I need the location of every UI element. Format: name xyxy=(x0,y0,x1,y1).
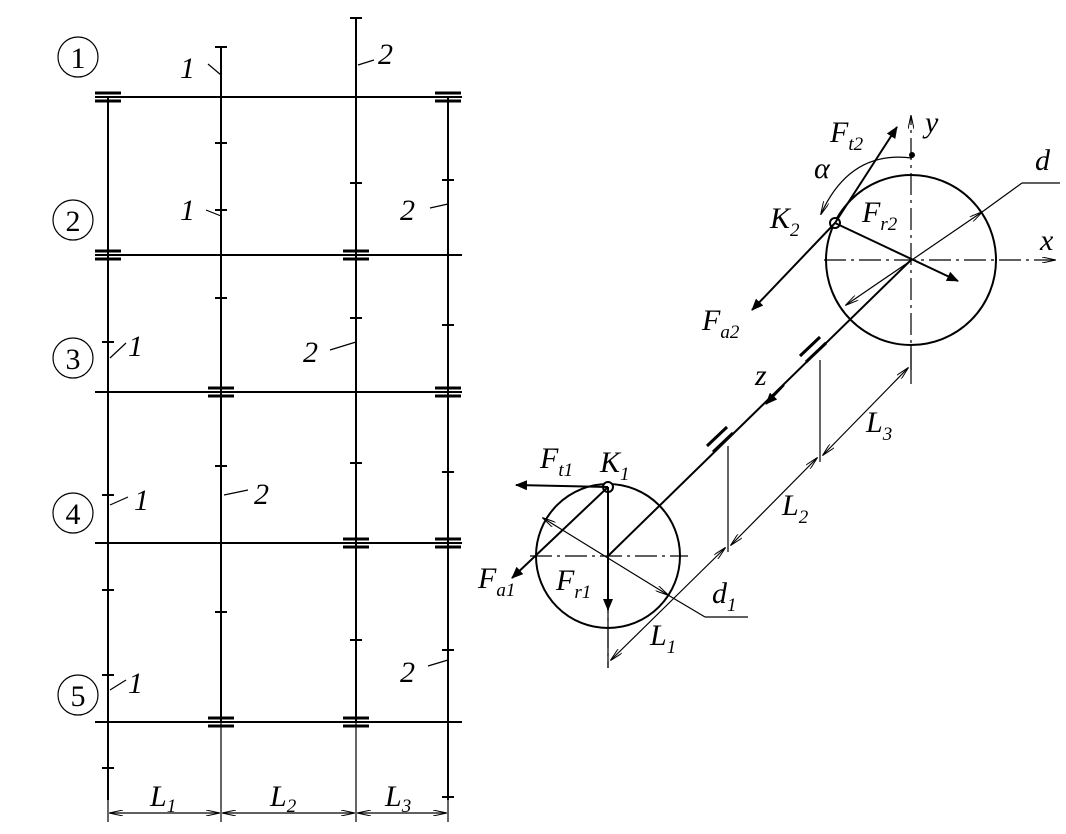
right-dimensions: L1 L2 L3 xyxy=(607,345,912,668)
point-k2-label: K2 xyxy=(769,202,800,241)
shaft-mark-label: 1 xyxy=(134,484,149,517)
dim-l3: L3 xyxy=(384,780,411,817)
force-fa2-label: Fa2 xyxy=(701,304,740,343)
dim-r-l3: L3 xyxy=(865,406,892,445)
shaft-mark-label: 1 xyxy=(128,330,143,363)
scheme-number-1: 1 xyxy=(57,36,99,78)
dim-l2: L2 xyxy=(269,780,297,817)
shaft-marks: 1 2 1 2 1 2 1 2 1 2 xyxy=(109,38,449,700)
y-axis-label: y xyxy=(922,106,939,139)
shaft-mark-label: 2 xyxy=(400,194,415,227)
dim-line-l1 xyxy=(611,548,725,660)
dim-l1: L1 xyxy=(149,780,176,817)
shaft-mark-label: 2 xyxy=(303,336,318,369)
shaft-mark-label: 2 xyxy=(378,38,393,71)
svg-text:3: 3 xyxy=(66,343,81,376)
shaft-mark-label: 1 xyxy=(128,667,143,700)
svg-text:2: 2 xyxy=(66,205,81,238)
shaft-z xyxy=(607,259,912,557)
force-ft2-arrow xyxy=(834,126,898,224)
angle-alpha-label: α xyxy=(814,152,831,185)
svg-text:5: 5 xyxy=(71,680,86,713)
force-fr1-label: Fr1 xyxy=(555,564,591,603)
scheme-number-2: 2 xyxy=(52,199,94,241)
force-fa2-arrow xyxy=(751,222,836,311)
force-ft1-label: Ft1 xyxy=(539,442,573,481)
d-diameter-line xyxy=(846,212,982,305)
force-fa1-label: Fa1 xyxy=(477,562,515,601)
shaft-mark-label: 1 xyxy=(180,194,195,227)
z-axis-label: z xyxy=(754,359,767,392)
force-diagram: x y z d α Ft2 xyxy=(477,106,1060,668)
gearbox-schemes: 1 2 3 4 5 1 2 1 2 1 xyxy=(52,17,462,822)
dim-r-l1: L1 xyxy=(649,619,676,658)
force-fr2-label: Fr2 xyxy=(861,196,898,235)
bearings xyxy=(95,91,461,728)
shaft-mark-label: 1 xyxy=(180,52,195,85)
diameter-d1-label: d1 xyxy=(712,577,737,616)
shaft-mark-label: 2 xyxy=(254,478,269,511)
force-ft1-arrow xyxy=(515,480,609,491)
shaft-bearings xyxy=(705,335,828,454)
dim-line-l2 xyxy=(731,458,817,545)
angle-alpha-arc xyxy=(821,156,913,214)
dim-r-l2: L2 xyxy=(781,489,809,528)
point-k1-label: K1 xyxy=(599,446,630,485)
svg-text:4: 4 xyxy=(66,498,81,531)
left-dimensions: L1 L2 L3 xyxy=(107,722,449,822)
x-axis-label: x xyxy=(1039,224,1054,257)
scheme-number-4: 4 xyxy=(52,492,94,534)
z-arrow xyxy=(765,384,785,405)
scheme-number-3: 3 xyxy=(52,337,94,379)
dim-line-l3 xyxy=(823,368,908,455)
gear-ticks xyxy=(102,17,454,798)
svg-text:1: 1 xyxy=(71,42,86,75)
scheme-number-5: 5 xyxy=(57,674,99,716)
diameter-d-label: d xyxy=(1035,144,1051,177)
force-ft2-label: Ft2 xyxy=(829,116,864,155)
shaft-mark-label: 2 xyxy=(400,656,415,689)
